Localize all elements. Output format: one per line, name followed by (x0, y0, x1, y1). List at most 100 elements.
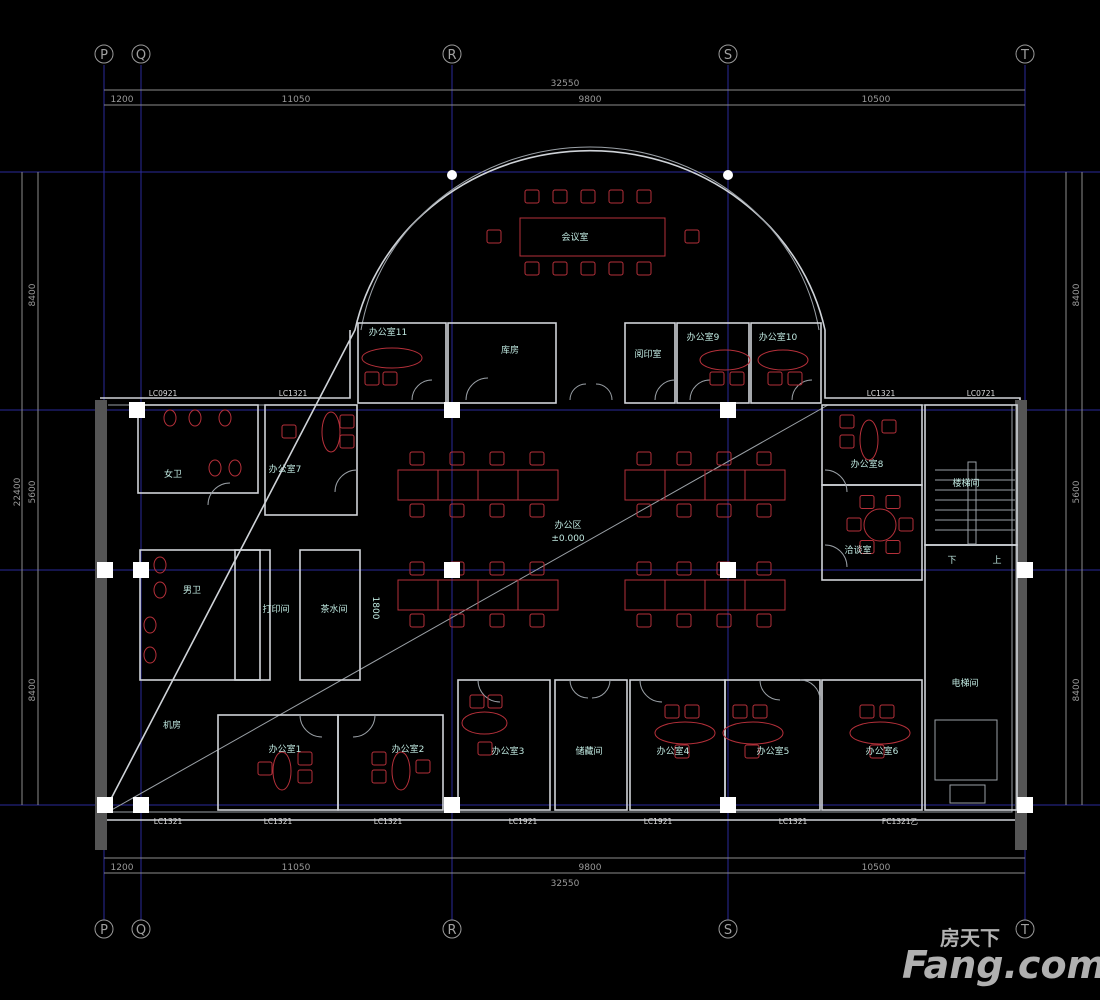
chair (489, 503, 505, 518)
chair (580, 189, 596, 204)
room-label-office5: 办公室5 (757, 745, 790, 757)
window-tag: LC0921 (149, 389, 178, 398)
dim-seg: 1200 (111, 863, 134, 873)
window-labels: LC0921 LC1321 LC1321 LC0721 LC1321 LC132… (149, 389, 996, 826)
watermark-cn: 房天下 (940, 926, 1000, 950)
watermark-en: Fang.com (902, 943, 1100, 987)
chair (676, 451, 692, 466)
chair (767, 371, 783, 386)
dimension-bottom: 1200 11050 9800 10500 32550 (104, 857, 1025, 889)
fixture (143, 646, 157, 664)
chair (608, 261, 624, 276)
window-tag: LC1921 (644, 817, 673, 826)
fixture (153, 581, 167, 599)
dimension-right: 8400 5600 8400 (1065, 172, 1083, 805)
chair (477, 741, 493, 756)
window-tag: LC1921 (509, 817, 538, 826)
chair (608, 189, 624, 204)
office-table (859, 419, 879, 461)
chair (524, 261, 540, 276)
chair (409, 561, 425, 576)
round-table (863, 508, 897, 542)
room-label-meeting: 会议室 (561, 231, 588, 243)
chair (339, 414, 355, 429)
office-table (361, 347, 423, 369)
workstation-desk (397, 579, 439, 611)
window-tag: LC1321 (154, 817, 183, 826)
chair (382, 371, 398, 386)
chair (869, 744, 885, 759)
exterior-walls (95, 146, 1027, 850)
chair (839, 434, 855, 449)
axis-label: S (724, 923, 732, 938)
dim-total: 22400 (13, 477, 23, 506)
chair (709, 371, 725, 386)
chair (636, 261, 652, 276)
column (133, 562, 149, 578)
structural-columns (97, 402, 1033, 813)
office-table (461, 711, 508, 735)
chair (486, 229, 502, 244)
chair (409, 613, 425, 628)
chair (744, 744, 760, 759)
room-label-office9: 办公室9 (687, 331, 720, 343)
workstation-desk (744, 469, 786, 501)
workstation-desk (437, 579, 479, 611)
workstation-desk (704, 469, 746, 501)
office-table (391, 751, 411, 791)
chair (552, 261, 568, 276)
chair (636, 613, 652, 628)
room-label-archive: 储藏间 (575, 745, 602, 757)
dim-seg: 8400 (1072, 283, 1082, 306)
room-label-tea: 茶水间 (320, 603, 347, 615)
interior-walls (137, 322, 1018, 811)
elevation-label: ±0.000 (551, 534, 585, 544)
chair (756, 503, 772, 518)
chair (684, 229, 700, 244)
chair (449, 451, 465, 466)
room-label-office4: 办公室4 (657, 745, 690, 757)
chair (371, 751, 387, 766)
room-label-machine: 机房 (163, 719, 181, 731)
axis-label: P (100, 48, 108, 63)
fixture (163, 409, 177, 427)
room-labels: 会议室 办公室11 库房 阅印室 办公室9 办公室10 办公室7 女卫 男卫 打… (163, 231, 1002, 757)
column (1017, 797, 1033, 813)
room-label-stair: 楼梯间 (952, 477, 979, 489)
office-table (272, 751, 292, 791)
chair (859, 704, 875, 719)
dim-seg: 10500 (862, 95, 891, 105)
column (444, 562, 460, 578)
chair (676, 503, 692, 518)
axis-label: T (1020, 923, 1029, 938)
column (720, 562, 736, 578)
dim-seg: 5600 (1072, 480, 1082, 503)
axis-bubbles-bottom: P Q R S T (94, 919, 1035, 939)
chair (489, 613, 505, 628)
room-label-storage: 库房 (501, 344, 519, 356)
chair (580, 261, 596, 276)
room-label-mens-wc: 男卫 (183, 585, 201, 596)
column (720, 797, 736, 813)
dim-seg: 9800 (579, 95, 602, 105)
chair (676, 561, 692, 576)
office-table (321, 411, 341, 453)
column (133, 797, 149, 813)
chair (489, 561, 505, 576)
dim-seg: 8400 (28, 283, 38, 306)
workstation-desk (477, 469, 519, 501)
column (129, 402, 145, 418)
room-label-office1: 办公室1 (269, 743, 302, 755)
room-label-office3: 办公室3 (492, 745, 525, 757)
fixture (228, 459, 242, 477)
dim-seg: 11050 (282, 863, 311, 873)
workstation-desk (437, 469, 479, 501)
chair (846, 517, 862, 532)
chair (636, 189, 652, 204)
room-label-elevator: 电梯间 (951, 677, 978, 689)
chair (716, 503, 732, 518)
window-tag: LC1321 (279, 389, 308, 398)
stair-treads (935, 461, 1015, 545)
dim-total: 32550 (551, 879, 580, 889)
